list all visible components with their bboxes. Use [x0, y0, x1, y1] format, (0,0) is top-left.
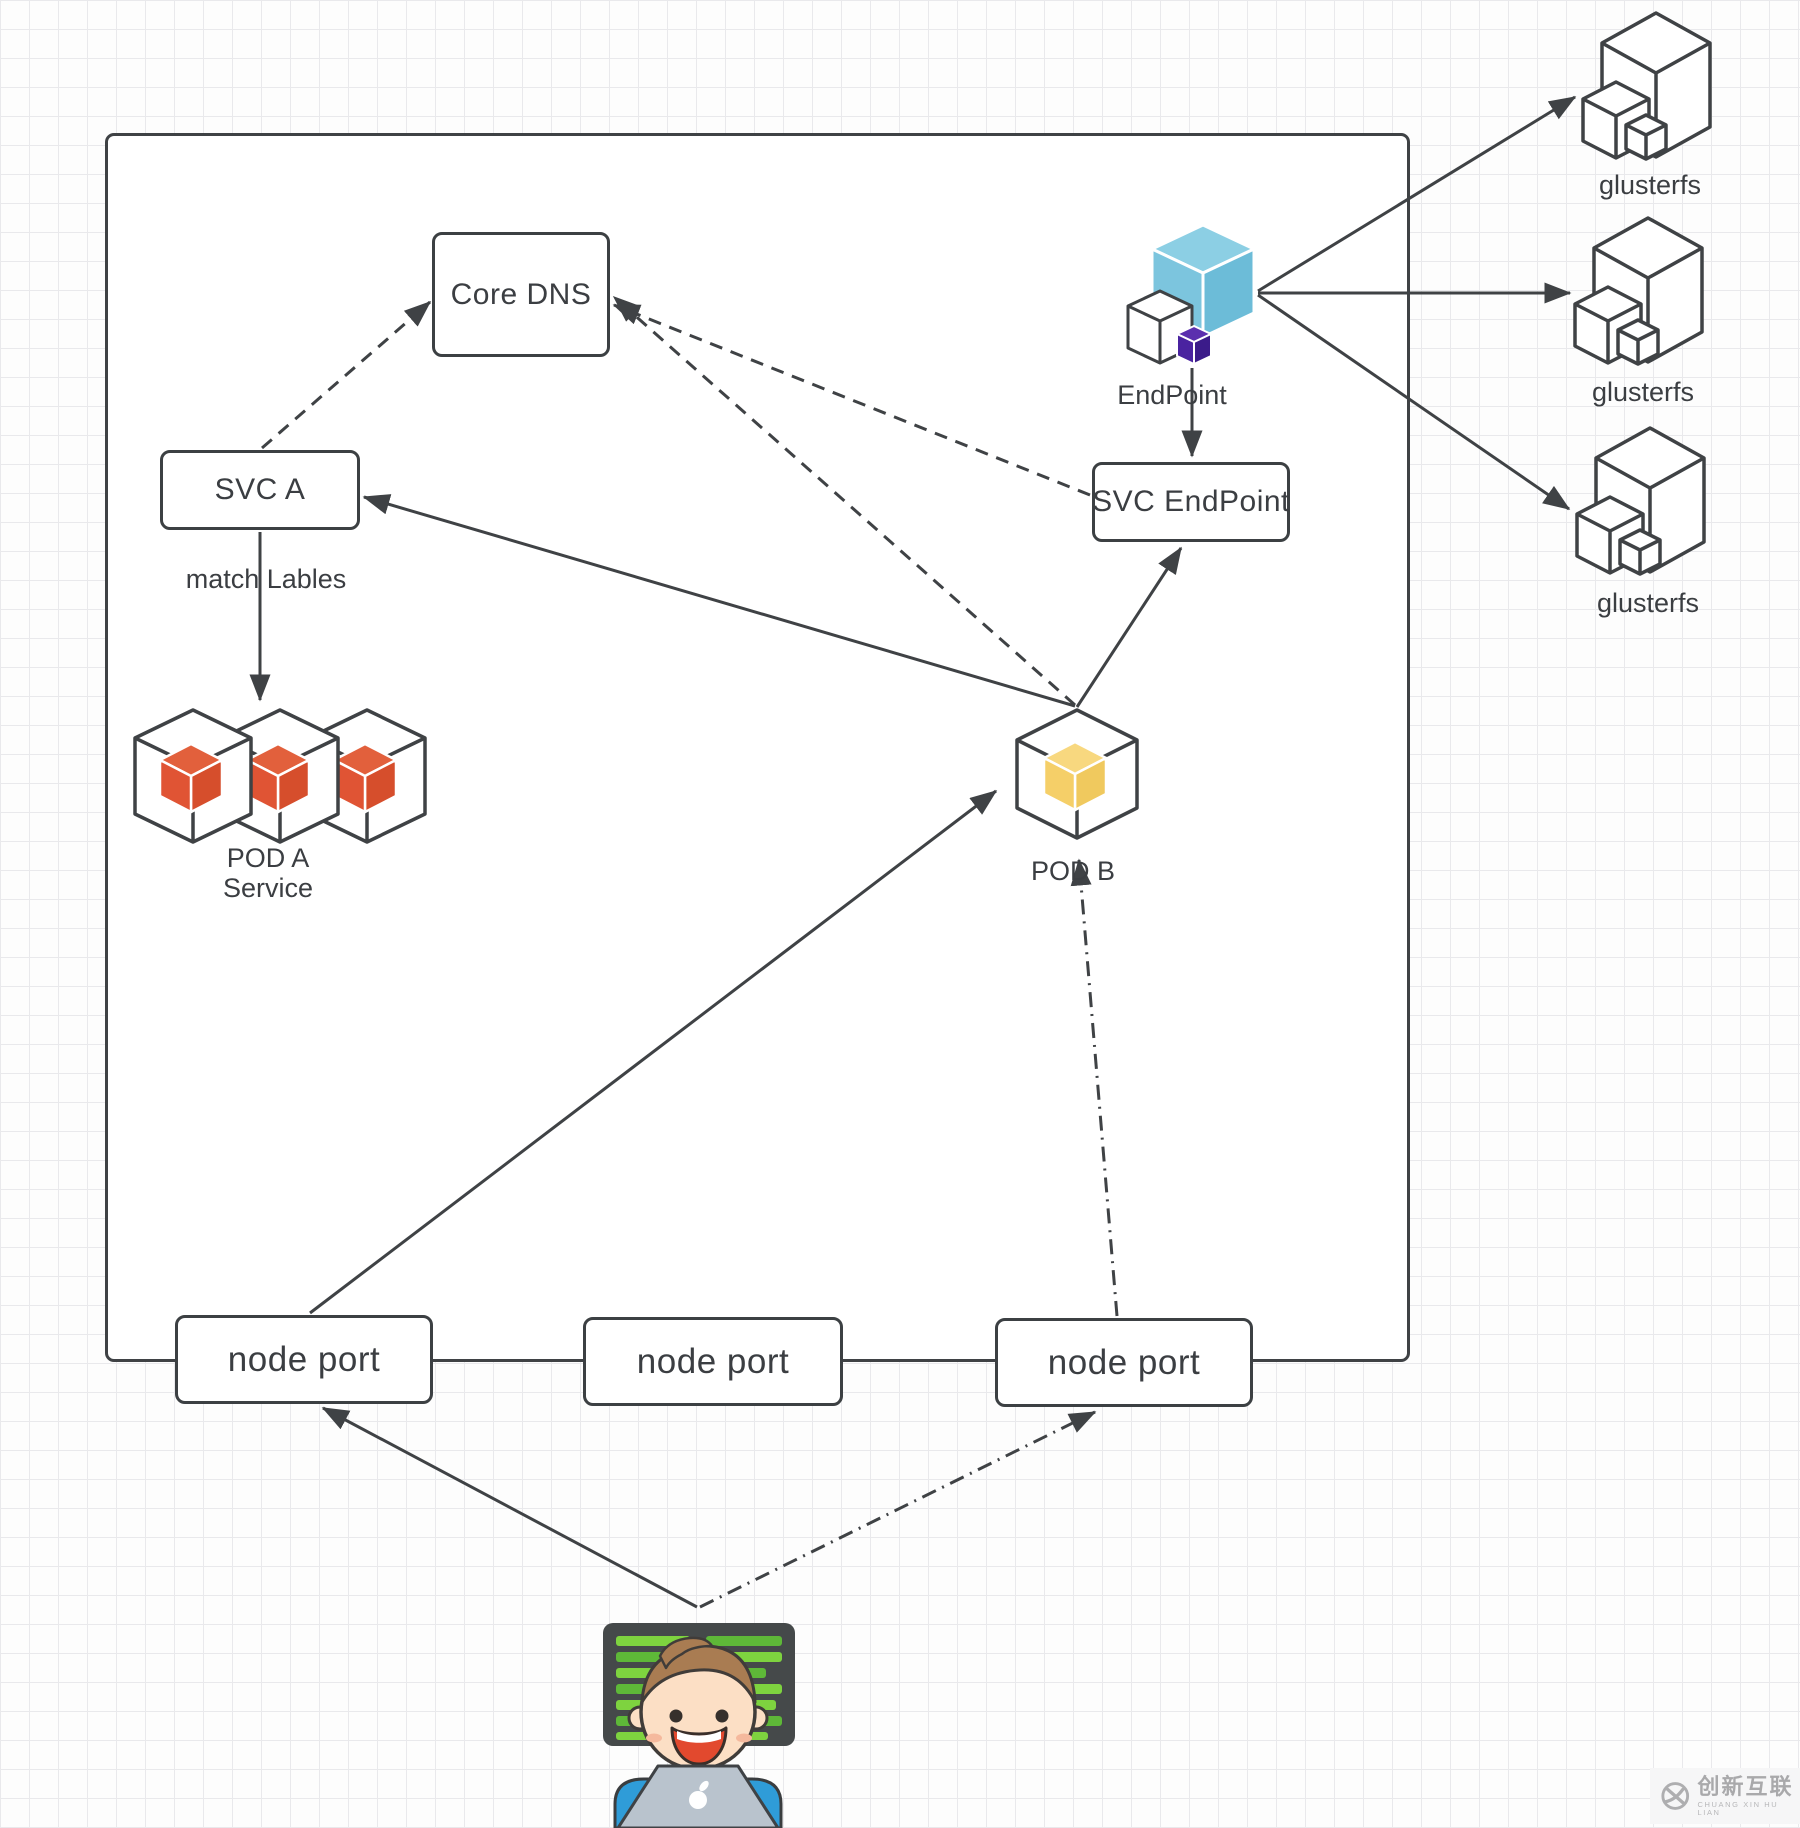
arrow-svca-to-coredns [261, 300, 432, 450]
eye-right [715, 1709, 729, 1723]
developer-illustration [603, 1623, 795, 1828]
pod-a-cubes-icon [133, 708, 427, 844]
watermark-logo-icon [1661, 1782, 1690, 1810]
arrow-endpoint-to-glusterfs3 [1257, 293, 1571, 511]
glusterfs-label-3: glusterfs [1597, 588, 1699, 618]
pod-b-cube-icon [1015, 708, 1139, 840]
hair-swoosh [658, 1636, 714, 1670]
arrow-podb-to-coredns [612, 295, 1076, 707]
arrow-nodeport1-to-podb [309, 789, 998, 1315]
glusterfs-label-2: glusterfs [1592, 377, 1694, 407]
arrow-svcendpoint-to-coredns [612, 303, 1091, 497]
glusterfs-label-1: glusterfs [1599, 170, 1701, 200]
teeth [677, 1731, 721, 1743]
pod-b-label: POD B [1031, 856, 1115, 886]
blush-left [646, 1733, 662, 1743]
blush-right [736, 1733, 752, 1743]
node-port-1-box: node port [175, 1315, 433, 1404]
arrow-podb-to-svca [362, 494, 1076, 708]
svc-endpoint-box: SVC EndPoint [1092, 462, 1290, 542]
eye-left [669, 1709, 683, 1723]
watermark: 创新互联 CHUANG XIN HU LIAN [1650, 1768, 1800, 1824]
arrow-user-to-nodeport3 [699, 1410, 1097, 1609]
pod-a-label-line1: POD A [227, 843, 310, 873]
match-lables-label: match Lables [186, 564, 347, 594]
watermark-subtitle: CHUANG XIN HU LIAN [1697, 1800, 1779, 1817]
node-port-2-box: node port [583, 1317, 843, 1406]
glusterfs-icon-1 [1581, 11, 1712, 161]
laptop-logo-leaf [699, 1780, 709, 1792]
watermark-name: 创新互联 [1697, 1774, 1794, 1799]
endpoint-label: EndPoint [1117, 380, 1227, 410]
arrow-nodeport3-to-podb [1070, 858, 1119, 1317]
svc-a-box: SVC A [160, 450, 360, 530]
arrow-user-to-nodeport1 [321, 1406, 698, 1609]
arrow-podb-to-svcendpoint [1075, 546, 1183, 708]
core-dns-box: Core DNS [432, 232, 610, 357]
glusterfs-icon-3 [1575, 426, 1706, 576]
arrow-endpoint-to-glusterfs1 [1257, 95, 1577, 293]
node-port-3-box: node port [995, 1318, 1253, 1407]
pod-a-label-line2: Service [223, 873, 313, 903]
glusterfs-icon-2 [1573, 216, 1704, 366]
laptop-logo [689, 1791, 707, 1809]
endpoint-cube-icon [1126, 223, 1256, 365]
